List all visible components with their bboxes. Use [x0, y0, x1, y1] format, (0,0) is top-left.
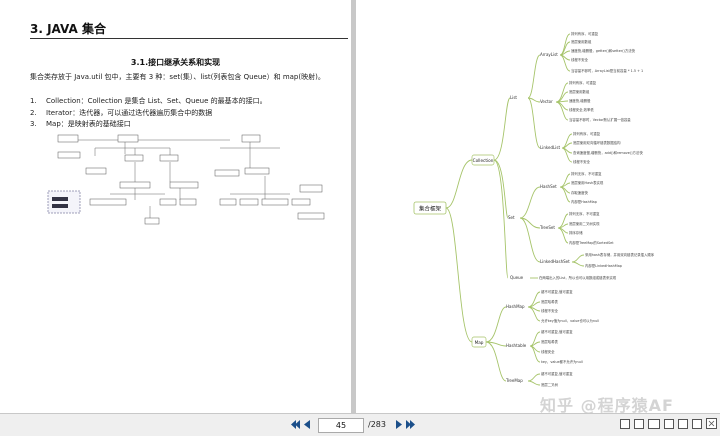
grid-view-icon[interactable]	[692, 419, 702, 429]
svg-text:存取速度快: 存取速度快	[571, 190, 589, 195]
mindmap-root-node	[413, 201, 447, 215]
svg-text:排序存储: 排序存储	[569, 230, 583, 235]
mindmap-node-linkedlist: LinkedList	[540, 145, 560, 150]
two-page-view-icon[interactable]	[648, 419, 660, 429]
svg-text:内部是HashMap: 内部是HashMap	[571, 199, 597, 204]
mindmap-notes: 排列有序，可重复 底层使用数组 速度快,增删慢，getter()和setter(…	[539, 31, 655, 387]
single-page-view-icon[interactable]	[620, 419, 630, 429]
svg-text:底层使用双向循环链表数据结构: 底层使用双向循环链表数据结构	[573, 140, 621, 145]
list-item: 3.Map：是映射表的基础接口	[30, 120, 131, 128]
list-item: 2.Iterator：迭代器，可以通过迭代器遍历集合中的数据	[30, 109, 213, 117]
first-page-icon[interactable]	[291, 420, 301, 429]
mindmap-node-hashmap: HashMap	[506, 304, 525, 309]
mindmap-node-linkedhashset: LinkedHashSet	[540, 259, 570, 264]
svg-text:底层使用数组: 底层使用数组	[569, 89, 590, 94]
svg-text:当容量不够时，Vector默认扩展一倍容量: 当容量不够时，Vector默认扩展一倍容量	[569, 117, 631, 122]
mindmap-node-hashset: HashSet	[540, 184, 557, 189]
mindmap-node-set: Set	[508, 215, 515, 220]
fit-page-icon[interactable]	[678, 419, 688, 429]
page-number-input[interactable]: 45	[318, 418, 364, 433]
heading-rule	[30, 38, 348, 39]
svg-text:内部是LinkedHashMap: 内部是LinkedHashMap	[585, 263, 622, 268]
svg-text:key、value都不允许为null: key、value都不允许为null	[541, 359, 583, 364]
section-heading: 3. JAVA 集合	[30, 22, 106, 36]
svg-text:线程安全,效率低: 线程安全,效率低	[569, 107, 594, 112]
svg-text:底层哈希表: 底层哈希表	[541, 339, 559, 344]
svg-text:排列有序，可重复: 排列有序，可重复	[573, 131, 601, 136]
mindmap-node-hashtable: Hashtable	[506, 343, 527, 348]
svg-text:键不可重复,值可重复: 键不可重复,值可重复	[541, 371, 573, 376]
svg-text:底层哈希表: 底层哈希表	[541, 299, 559, 304]
continuous-view-icon[interactable]	[634, 419, 644, 429]
mindmap-node-treemap: TreeMap	[505, 378, 523, 383]
mindmap-node-arraylist: ArrayList	[540, 52, 558, 57]
mindmap-node-treeset: TreeSet	[539, 225, 555, 230]
fullscreen-icon[interactable]	[706, 418, 717, 429]
mindmap-node-vector: Vector	[540, 99, 553, 104]
svg-text:线程安全: 线程安全	[541, 349, 555, 354]
svg-text:线程不安全: 线程不安全	[571, 57, 589, 62]
svg-text:键不可重复,值可重复: 键不可重复,值可重复	[541, 289, 573, 294]
zhihu-watermark: 知乎 @程序猿AF	[540, 396, 674, 415]
svg-text:键不可重复,值可重复: 键不可重复,值可重复	[541, 329, 573, 334]
pdf-page-left: 3. JAVA 集合 3.1.接口继承关系和实现 集合类存放于 Java.uti…	[0, 0, 351, 413]
svg-text:排列有序，可重复: 排列有序，可重复	[571, 31, 599, 36]
subsection-heading: 3.1.接口继承关系和实现	[130, 58, 221, 67]
svg-text:线程不安全: 线程不安全	[541, 308, 559, 313]
mindmap-node-list: List	[510, 95, 517, 100]
collection-mindmap: 集合框架 Collection Map List Set Queue Array…	[413, 31, 655, 387]
svg-text:Collection: Collection	[473, 158, 494, 163]
svg-text:允许key值为null，value也可以为null: 允许key值为null，value也可以为null	[541, 318, 599, 323]
page-gutter	[351, 0, 356, 413]
next-page-icon[interactable]	[396, 420, 403, 429]
svg-text:内部是TreeMap的SortedSet: 内部是TreeMap的SortedSet	[569, 240, 614, 245]
svg-text:Map: Map	[475, 340, 484, 345]
svg-text:线程不安全: 线程不安全	[573, 159, 591, 164]
svg-text:底层使用数组: 底层使用数组	[571, 39, 592, 44]
collection-hierarchy-diagram	[47, 134, 325, 225]
svg-text:排列无序，不可重复: 排列无序，不可重复	[569, 211, 600, 216]
mindmap-node-collection	[471, 154, 495, 166]
svg-text:速度快,增删慢: 速度快,增删慢	[569, 98, 591, 103]
mindmap-root-label: 集合框架	[419, 205, 442, 213]
svg-text:底层二叉树: 底层二叉树	[541, 382, 559, 387]
svg-text:排列无序，不可重复: 排列无序，不可重复	[571, 171, 602, 176]
last-page-icon[interactable]	[406, 420, 416, 429]
document-viewer: 3. JAVA 集合 3.1.接口继承关系和实现 集合类存放于 Java.uti…	[0, 0, 720, 413]
mindmap-node-map	[471, 336, 487, 348]
prev-page-icon[interactable]	[304, 420, 311, 429]
svg-text:速度快,增删慢，getter()和setter()方法快: 速度快,增删慢，getter()和setter()方法快	[571, 48, 636, 53]
svg-text:排列有序，可重复: 排列有序，可重复	[569, 80, 597, 85]
fit-width-icon[interactable]	[664, 419, 674, 429]
svg-text:查询速度慢,增删快，add()和remove()方法快: 查询速度慢,增删快，add()和remove()方法快	[573, 150, 643, 155]
svg-text:采用hash表存储，并用双向链表记录插入顺序: 采用hash表存储，并用双向链表记录插入顺序	[585, 252, 655, 257]
pdf-toolbar: 45 /283	[0, 413, 720, 436]
svg-text:底层使用Hash表实现: 底层使用Hash表实现	[571, 180, 604, 185]
total-pages-label: /283	[368, 420, 386, 429]
intro-paragraph: 集合类存放于 Java.util 包中，主要有 3 种：set(集）、list(…	[30, 73, 325, 81]
pdf-page-right: 集合框架 Collection Map List Set Queue Array…	[356, 0, 720, 413]
mindmap-node-queue: Queue	[510, 275, 524, 280]
svg-text:当容量不够时，ArrayList是当前容量 * 1.5 +: 当容量不够时，ArrayList是当前容量 * 1.5 + 1	[571, 68, 643, 73]
list-item: 1.Collection：Collection 是集合 List、Set、Que…	[30, 97, 267, 105]
svg-text:底层使用二叉树实现: 底层使用二叉树实现	[569, 221, 600, 226]
svg-text:在两端出入的List，所以也可以用数组或链表来实现: 在两端出入的List，所以也可以用数组或链表来实现	[539, 275, 617, 280]
